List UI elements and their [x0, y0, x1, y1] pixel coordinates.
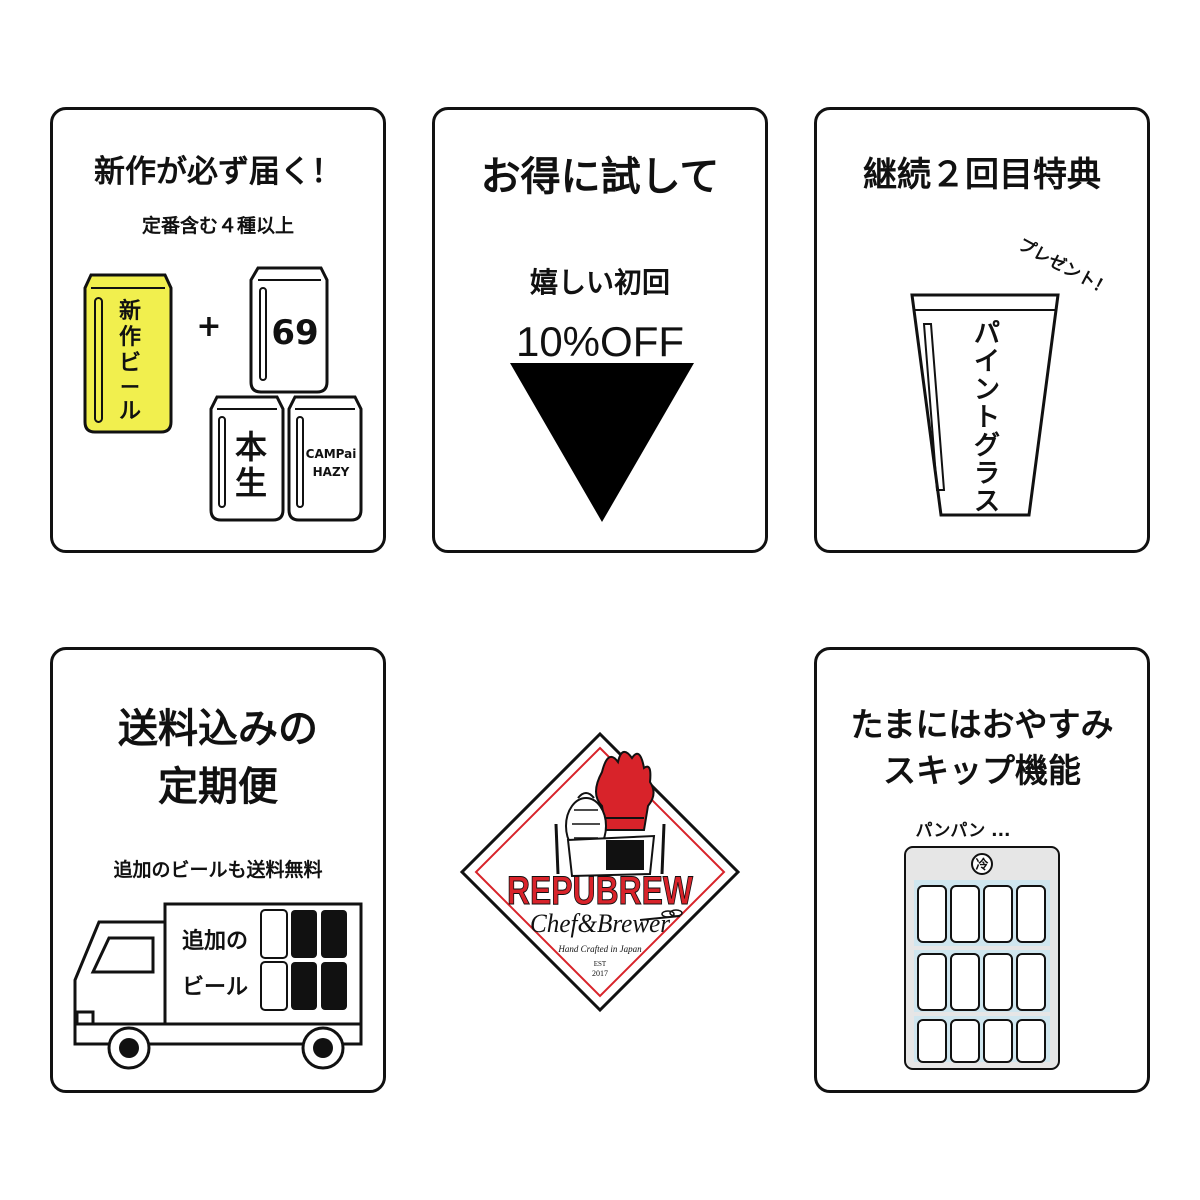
card-title-line-1: 送料込みの: [118, 706, 318, 752]
cargo-cans-icon: [260, 909, 347, 1011]
fridge-badge: 冷: [975, 857, 988, 873]
est-year: 2017: [592, 969, 608, 978]
can-honnama-char-2: 生: [235, 464, 267, 502]
can-honnama-icon: 本 生: [209, 395, 285, 522]
fridge-can-icon: [1016, 885, 1046, 943]
fork-knife-icon: [554, 823, 666, 875]
down-arrow-icon: [510, 363, 694, 522]
pint-glass-icon: [910, 293, 1060, 517]
card-title-line-2: 定期便: [158, 764, 279, 810]
repubrew-logo: REPUBREW Chef&Brewer Hand Crafted in Jap…: [456, 728, 744, 1016]
fridge-can-icon: [983, 953, 1013, 1011]
new-beer-can-icon: 新 作 ビ ー ル: [83, 273, 173, 434]
card-title: 継続２回目特典: [863, 155, 1101, 195]
card-skip-feature: たまにはおやすみ スキップ機能 パンパン ... 冷: [814, 647, 1150, 1093]
fridge-can-icon: [917, 953, 947, 1011]
fridge-can-icon: [950, 953, 980, 1011]
can-69-label: 69: [271, 313, 318, 353]
glass-char-4: ト: [974, 403, 1000, 433]
glass-char-3: ン: [974, 375, 1000, 405]
glass-char-2: イ: [974, 347, 1000, 377]
can-honnama-char-1: 本: [235, 428, 267, 466]
card-first-discount: お得に試して 嬉しい初回 10%OFF: [432, 107, 768, 553]
plus-sign: +: [196, 309, 221, 344]
fridge-can-icon: [1016, 953, 1046, 1011]
card-title: お得に試して: [481, 154, 720, 200]
new-beer-char-3: ビ: [119, 351, 141, 376]
fridge-can-icon: [1016, 1019, 1046, 1063]
glass-char-1: パ: [974, 319, 1000, 349]
card-title-line-1: たまにはおやすみ: [850, 705, 1113, 744]
fridge-can-icon: [983, 885, 1013, 943]
wheat-icon: [639, 909, 683, 921]
fridge-caption: パンパン ...: [916, 821, 1011, 841]
discount-value: 10%OFF: [516, 318, 684, 365]
fridge-can-icon: [983, 1019, 1013, 1063]
free-shipping-note: 追加のビールも送料無料: [113, 858, 322, 881]
glass-char-6: ラ: [974, 459, 1000, 489]
cooking-pot-icon: [566, 834, 656, 878]
fridge-cans: [917, 885, 1046, 1063]
card-shipping-included: 送料込みの 定期便 追加のビールも送料無料 追加の ビール: [50, 647, 386, 1093]
fridge-can-icon: [917, 1019, 947, 1063]
brand-tagline: Chef&Brewer: [530, 909, 671, 938]
card-new-beer: 新作が必ず届く！ 定番含む４種以上 新 作 ビ ー ル + 69 本 生: [50, 107, 386, 553]
glass-char-7: ス: [974, 487, 1000, 517]
can-69-icon: 69: [249, 266, 329, 394]
discount-label: 嬉しい初回: [530, 266, 670, 299]
brand-name: REPUBREW: [507, 869, 693, 913]
can-campai-icon: CAMPai HAZY: [287, 395, 363, 522]
can-campai-line-2: HAZY: [313, 465, 350, 479]
pint-glass-label: パ イ ン ト グ ラ ス: [974, 319, 1000, 517]
card-second-bonus: 継続２回目特典 プレゼント！ パ イ ン ト グ ラ ス: [814, 107, 1150, 553]
truck-label-line-1: 追加の: [182, 928, 248, 954]
handcrafted-text: Hand Crafted in Japan: [557, 944, 642, 954]
new-beer-can-body: [83, 273, 173, 434]
new-beer-char-1: 新: [119, 298, 141, 324]
card-title-line-2: スキップ機能: [883, 751, 1081, 790]
glass-char-5: グ: [974, 431, 1000, 461]
est-label: EST: [594, 960, 607, 968]
present-label: プレゼント！: [1015, 234, 1115, 300]
card-title: 新作が必ず届く！: [94, 154, 342, 190]
new-beer-char-4: ー: [120, 375, 140, 399]
truck-label-line-2: ビール: [182, 975, 248, 1000]
new-beer-char-2: 作: [119, 325, 141, 350]
new-beer-char-5: ル: [119, 399, 141, 424]
fridge-can-icon: [917, 885, 947, 943]
can-campai-line-1: CAMPai: [306, 447, 357, 461]
fridge-can-icon: [950, 885, 980, 943]
card-subtitle: 定番含む４種以上: [142, 214, 294, 237]
fridge-can-icon: [950, 1019, 980, 1063]
